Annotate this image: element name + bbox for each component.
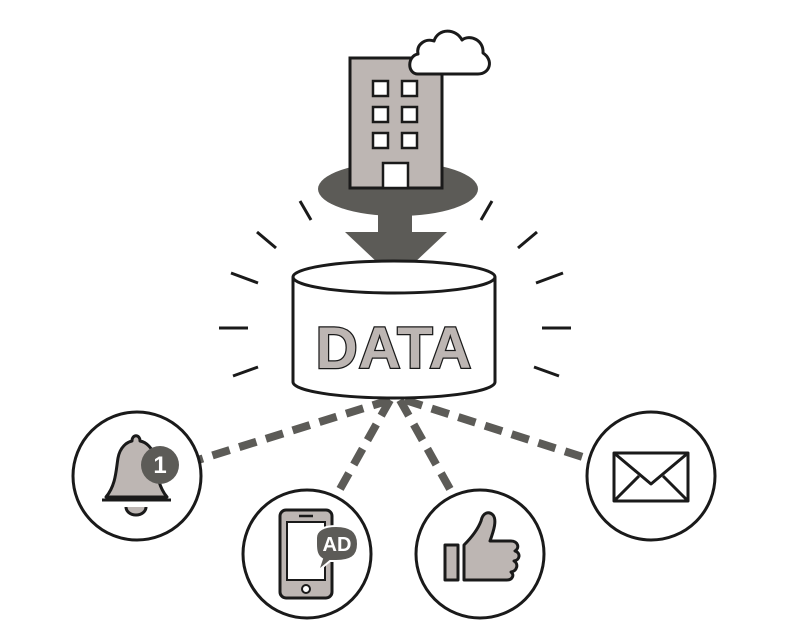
notification-badge-count: 1: [153, 452, 166, 479]
email-channel: [585, 410, 717, 542]
connector-thumbs: [396, 398, 459, 500]
rays: [219, 200, 571, 378]
envelope-icon: [612, 451, 690, 503]
ray-left-3: [230, 271, 259, 285]
ray-right-3: [535, 271, 564, 285]
ray-left-5: [232, 365, 259, 378]
connector-envelope: [403, 396, 594, 464]
connectors: [196, 396, 594, 500]
ad-label: AD: [323, 534, 352, 556]
ray-right-2: [517, 230, 538, 250]
thumbs-up-icon: [443, 511, 521, 582]
ray-left-2: [256, 230, 277, 250]
notification-badge: 1: [141, 446, 179, 484]
ray-left-1: [298, 200, 313, 221]
social-channel: [414, 488, 546, 620]
cloud-icon: [408, 29, 491, 76]
connector-bell: [196, 396, 392, 464]
database-top: [291, 259, 497, 295]
advertising-channel: AD: [241, 488, 373, 620]
building-icon: [348, 56, 444, 190]
notification-channel: 1: [71, 410, 203, 542]
ad-speech-bubble: AD: [315, 524, 360, 575]
building-windows: [371, 79, 419, 150]
arrow-down-icon: [345, 192, 447, 280]
building-door: [381, 161, 410, 190]
database-icon: [291, 259, 497, 400]
database-body: [291, 277, 497, 400]
connector-phone: [331, 398, 394, 500]
ray-right-1: [479, 200, 494, 221]
ray-right-5: [533, 365, 560, 378]
database-label: DATA: [316, 316, 472, 381]
